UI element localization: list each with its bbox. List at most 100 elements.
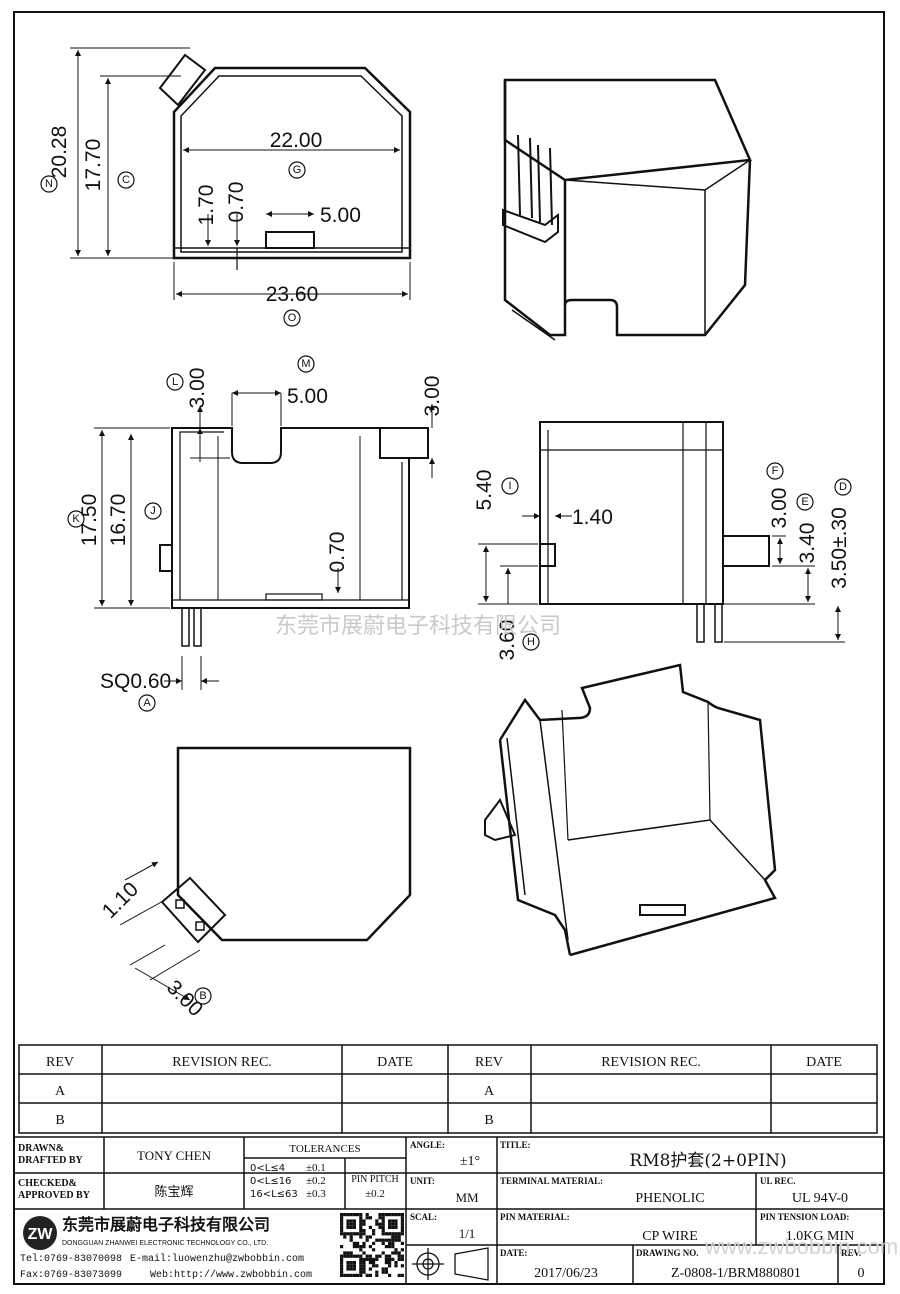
tolerance-value: ±0.2 [306,1175,326,1187]
company-logo: ZW [23,1216,57,1250]
qr-module [349,1219,353,1223]
unit-label: UNIT: [410,1176,435,1186]
qr-module [346,1254,350,1258]
qr-module [375,1254,379,1258]
marker-h: H [527,636,535,648]
company-cn: 东莞市展蔚电子科技有限公司 [62,1215,270,1234]
qr-module [372,1229,376,1233]
qr-module [352,1245,356,1249]
qr-module [349,1273,353,1277]
qr-module [352,1264,356,1268]
qr-module [381,1267,385,1271]
qr-module [381,1213,385,1217]
qr-module [368,1261,372,1265]
qr-module [362,1261,366,1265]
title-label: TITLE: [500,1140,531,1150]
qr-module [356,1213,360,1217]
qr-module [365,1257,369,1261]
qr-module [352,1213,356,1217]
dim-17-70: 17.70 [82,139,105,192]
qr-module [375,1219,379,1223]
qr-module [388,1254,392,1258]
email: E-mail:luowenzhu@zwbobbin.com [130,1253,304,1265]
qr-module [368,1216,372,1220]
qr-module [346,1251,350,1255]
qr-module [365,1238,369,1242]
qr-module [394,1232,398,1236]
qr-module [340,1216,344,1220]
qr-module [388,1241,392,1245]
ul-rec: UL 94V-0 [792,1191,848,1206]
qr-module [397,1213,401,1217]
rev-label: REV. [841,1248,861,1258]
qr-module [362,1257,366,1261]
qr-module [346,1261,350,1265]
drawing-no-label: DRAWING NO. [636,1248,699,1258]
qr-module [362,1270,366,1274]
qr-module [356,1232,360,1236]
qr-module [400,1273,404,1277]
qr-module [362,1251,366,1255]
qr-module [388,1232,392,1236]
qr-module [346,1213,350,1217]
top-view [158,53,412,270]
rev: 0 [858,1266,865,1281]
qr-module [343,1273,347,1277]
qr-module [378,1216,382,1220]
tolerance-range: 16<L≤63 [250,1189,298,1200]
qr-module [362,1245,366,1249]
qr-module [368,1245,372,1249]
qr-module [372,1241,376,1245]
qr-module [362,1241,366,1245]
qr-module [400,1241,404,1245]
qr-module [359,1254,363,1258]
qr-module [365,1254,369,1258]
qr-module [384,1238,388,1242]
scale: 1/1 [459,1226,476,1241]
rev-cell: A [484,1084,495,1099]
pin-material: CP WIRE [642,1229,698,1244]
drawing-no: Z-0808-1/BRM880801 [671,1266,801,1281]
qr-module [391,1257,395,1261]
rev-header: REVISION REC. [172,1055,272,1070]
qr-module [378,1213,382,1217]
side-view-dims [478,513,845,643]
dim-0-70-b: 0.70 [326,532,349,573]
qr-module [400,1216,404,1220]
qr-module [343,1232,347,1236]
qr-module [394,1213,398,1217]
qr-module [368,1273,372,1277]
rev-cell: A [55,1084,66,1099]
dim-16-70: 16.70 [107,494,130,547]
qr-module [391,1238,395,1242]
qr-module [340,1245,344,1249]
rev-header: REV [46,1055,74,1070]
dim-3-00-a: 3.00 [186,368,209,409]
dim-3-60: 3.60 [496,620,519,661]
qr-module [391,1245,395,1249]
qr-module [381,1251,385,1255]
ul-rec-label: UL REC. [760,1176,796,1186]
qr-module [400,1232,404,1236]
qr-module [362,1229,366,1233]
marker-l: L [172,376,178,388]
qr-module [400,1264,404,1268]
drawn-label: DRAFTED BY [18,1155,84,1166]
qr-module [394,1264,398,1268]
qr-module [384,1257,388,1261]
rev-header: REV [475,1055,503,1070]
dim-3-00-c: 3.00 [768,488,791,529]
dim-3-50: 3.50±.30 [828,507,851,589]
qr-module [400,1213,404,1217]
qr-module [391,1225,395,1229]
qr-module [394,1222,398,1226]
qr-module [343,1235,347,1239]
qr-module [400,1248,404,1252]
qr-module [346,1225,350,1229]
qr-module [352,1219,356,1223]
company-en: DONGGUAN ZHANWEI ELECTRONIC TECHNOLOGY C… [62,1240,268,1247]
qr-module [365,1235,369,1239]
qr-module [359,1222,363,1226]
qr-module [400,1254,404,1258]
dim-1-70: 1.70 [195,185,218,226]
